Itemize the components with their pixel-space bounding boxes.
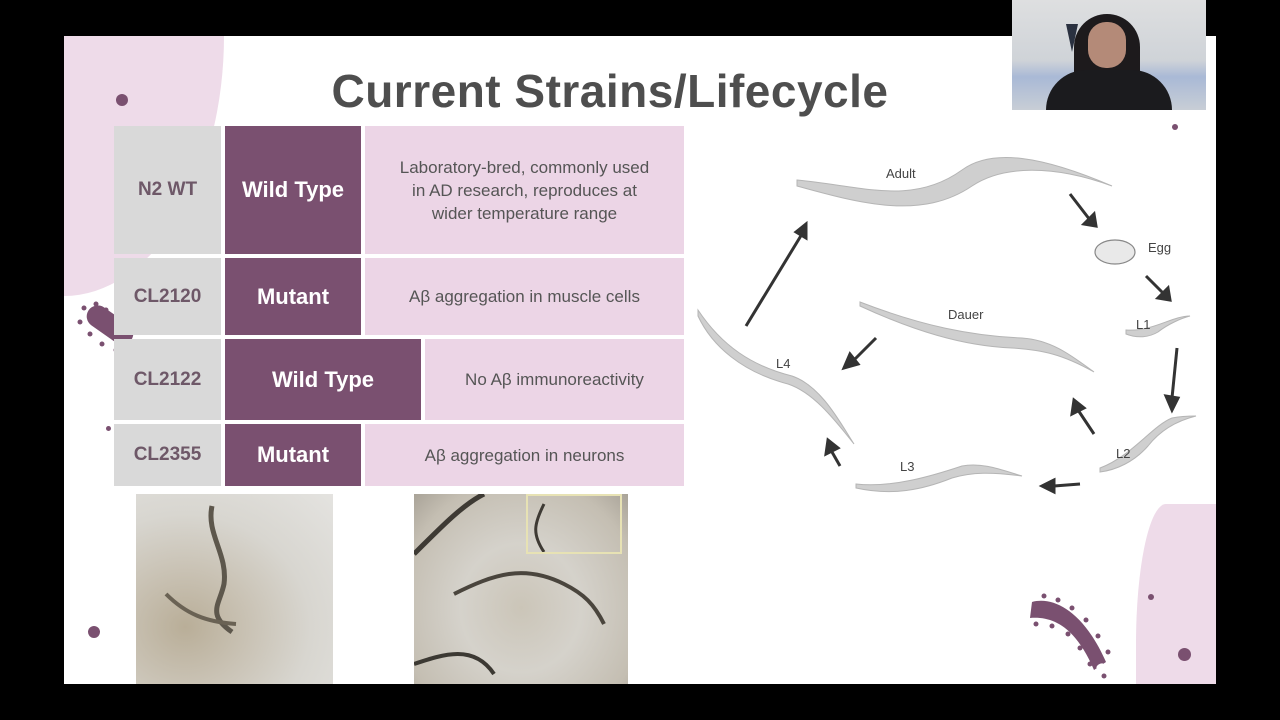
strain-name: CL2120 xyxy=(114,258,221,335)
zoom-inset-box xyxy=(526,494,622,554)
table-row: CL2120 Mutant Aβ aggregation in muscle c… xyxy=(114,258,684,335)
lifecycle-diagram: Adult Egg L1 L2 L3 L4 Dauer xyxy=(692,126,1212,516)
slide-title: Current Strains/Lifecycle xyxy=(331,65,889,117)
decorative-dot xyxy=(1148,594,1154,600)
strain-type: Wild Type xyxy=(225,126,361,254)
stage-label-l1: L1 xyxy=(1136,317,1151,332)
bacterium-icon xyxy=(1030,593,1111,679)
strain-type: Wild Type xyxy=(225,339,421,420)
strains-table: N2 WT Wild Type Laboratory-bred, commonl… xyxy=(114,126,684,490)
worm-image xyxy=(164,505,237,635)
strain-name: N2 WT xyxy=(114,126,221,254)
table-row: N2 WT Wild Type Laboratory-bred, commonl… xyxy=(114,126,684,254)
presenter-video[interactable] xyxy=(1012,0,1206,110)
strain-type: Mutant xyxy=(225,424,361,486)
worm-image xyxy=(412,491,606,676)
stage-label-l3: L3 xyxy=(900,459,915,474)
stage-label-l4: L4 xyxy=(776,356,791,371)
decorative-dot xyxy=(116,94,128,106)
strain-description: No Aβ immunoreactivity xyxy=(425,339,684,420)
stage-label-egg: Egg xyxy=(1148,240,1172,255)
worm-micrograph-1 xyxy=(136,494,333,684)
strain-description: Aβ aggregation in neurons xyxy=(365,424,684,486)
strain-description: Laboratory-bred, commonly used in AD res… xyxy=(365,126,684,254)
lifecycle-arrows xyxy=(697,156,1197,495)
strain-name: CL2355 xyxy=(114,424,221,486)
table-row: CL2355 Mutant Aβ aggregation in neurons xyxy=(114,424,684,486)
stage-label-l2: L2 xyxy=(1116,446,1131,461)
presenter-body xyxy=(1046,70,1172,110)
decorative-dot xyxy=(1172,124,1178,130)
worm-micrograph-2 xyxy=(412,491,628,684)
decorative-dot xyxy=(88,626,100,638)
table-row: CL2122 Wild Type No Aβ immunoreactivity xyxy=(114,339,684,420)
stage-label-adult: Adult xyxy=(886,166,916,181)
decorative-dot xyxy=(1178,648,1191,661)
strain-description: Aβ aggregation in muscle cells xyxy=(365,258,684,335)
strain-type: Mutant xyxy=(225,258,361,335)
presentation-slide: Current Strains/Lifecycle N2 WT Wild Typ… xyxy=(64,36,1216,684)
strain-name: CL2122 xyxy=(114,339,221,420)
decorative-dot xyxy=(106,426,111,431)
presenter-face xyxy=(1088,22,1126,68)
stage-label-dauer: Dauer xyxy=(948,307,984,322)
